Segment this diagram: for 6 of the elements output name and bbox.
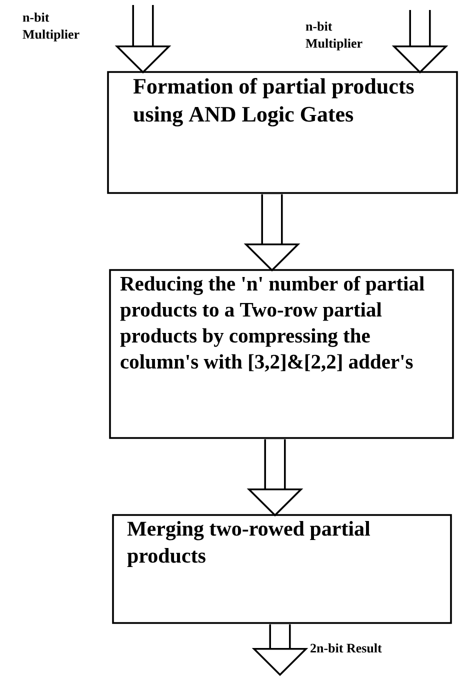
edge-label: 2n-bit Result	[310, 643, 382, 653]
process-box: Merging two-rowed partial products	[112, 514, 452, 624]
edge-label: n-bit Multiplier	[306, 22, 362, 50]
process-box: Reducing the 'n' number of partial products to a Two-row partial products by compressing the column's with [3,2]&[2,2] adder's	[109, 269, 454, 439]
process-box: Formation of partial products using AND Logic Gates	[107, 71, 458, 194]
edge-label: n-bit Multiplier	[22, 12, 80, 42]
